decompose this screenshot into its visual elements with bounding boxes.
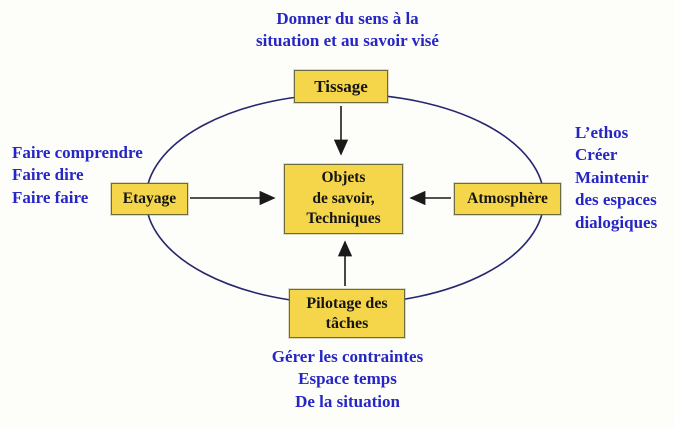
note-tissage: Donner du sens à la situation et au savo… <box>256 9 439 51</box>
note-atmosphere: L’ethos Créer Maintenir des espaces dial… <box>575 123 658 232</box>
box-tissage: Tissage <box>294 70 388 103</box>
box-etayage: Etayage <box>111 183 188 215</box>
box-objets-de-savoir: Objets de savoir, Techniques <box>284 164 403 234</box>
note-etayage: Faire comprendre Faire dire Faire faire <box>12 143 143 207</box>
note-pilotage: Gérer les contraintes Espace temps De la… <box>271 347 424 411</box>
box-atmosphere: Atmosphère <box>454 183 561 215</box>
box-pilotage-des-taches: Pilotage des tâches <box>289 289 405 338</box>
